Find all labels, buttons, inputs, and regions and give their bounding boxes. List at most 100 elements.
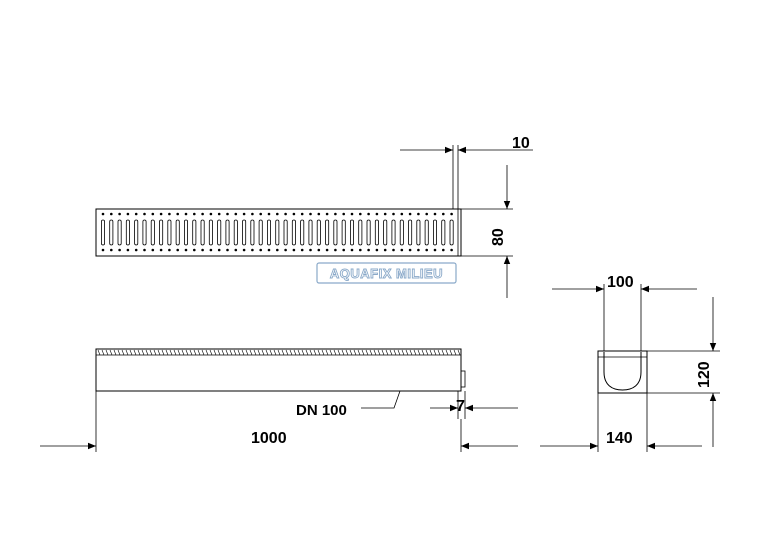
grate-slot	[341, 219, 346, 246]
hatch-mark	[149, 349, 153, 356]
grate-hole	[292, 248, 296, 252]
grate-hole	[425, 248, 429, 252]
grate-hole	[267, 248, 271, 252]
hatch-mark	[109, 349, 113, 356]
grate-hole	[234, 248, 238, 252]
grate-slot	[408, 219, 413, 246]
grate-hole	[242, 212, 246, 216]
hatch-mark	[129, 349, 133, 356]
hatch-mark	[265, 349, 269, 356]
hatch-mark	[445, 349, 449, 356]
hatch-mark	[337, 349, 341, 356]
grate-slot	[283, 219, 288, 246]
hatch-mark	[261, 349, 265, 356]
hatch-mark	[449, 349, 453, 356]
grate-slot	[449, 219, 454, 246]
hatch-mark	[361, 349, 365, 356]
grate-hole	[242, 248, 246, 252]
grate-hole	[350, 212, 354, 216]
hatch-mark	[453, 349, 457, 356]
hatch-mark	[409, 349, 413, 356]
hatch-mark	[121, 349, 125, 356]
hatch-mark	[137, 349, 141, 356]
hatch-mark	[249, 349, 253, 356]
grate-hole	[276, 212, 279, 216]
hatch-mark	[401, 349, 405, 356]
hatch-mark	[309, 349, 313, 356]
grate-top-view	[95, 208, 462, 257]
grate-hole	[143, 248, 146, 252]
grate-slot	[125, 219, 130, 246]
hatch-mark	[245, 349, 249, 356]
grate-slot	[242, 219, 247, 246]
hatch-mark	[269, 349, 273, 356]
hatch-mark	[429, 349, 433, 356]
grate-hole	[375, 248, 379, 252]
grate-hole	[383, 212, 387, 216]
grate-hole	[159, 212, 163, 216]
grate-slot	[325, 219, 330, 246]
hatch-mark	[221, 349, 225, 356]
outlet-label: DN 100	[296, 402, 347, 419]
grate-slot	[308, 219, 313, 246]
grate-slot	[134, 219, 139, 246]
grate-slot	[424, 219, 429, 246]
grate-slot	[374, 219, 379, 246]
hatch-mark	[385, 349, 389, 356]
grate-hole	[392, 248, 395, 252]
grate-hole	[226, 248, 229, 252]
grate-slot	[217, 219, 222, 246]
hatch-mark	[197, 349, 201, 356]
grate-hole	[325, 248, 329, 252]
hatch-mark	[193, 349, 197, 356]
grate-hole	[450, 212, 453, 216]
hatch-mark	[181, 349, 185, 356]
dimension-label-1000: 1000	[251, 430, 287, 447]
grate-slot	[275, 219, 280, 246]
outlet-callout: DN 100	[296, 390, 401, 419]
aquafix-logo-watermark: AQUAFIX MILIEU	[316, 262, 457, 284]
grate-slot	[291, 219, 296, 246]
channel-outline	[95, 348, 462, 392]
grate-hole	[309, 212, 312, 216]
grate-hole	[251, 248, 254, 252]
grate-hole	[367, 212, 370, 216]
grate-hole	[325, 212, 329, 216]
grate-hole	[101, 212, 105, 216]
hatch-mark	[413, 349, 417, 356]
grate-hole	[284, 212, 287, 216]
dimension-channel-height: 120	[647, 297, 720, 447]
grate-hole	[300, 212, 304, 216]
grate-hole	[375, 212, 379, 216]
grate-hole	[400, 248, 404, 252]
hatch-mark	[357, 349, 361, 356]
hatch-mark	[297, 349, 301, 356]
hatch-mark	[205, 349, 209, 356]
grate-hole	[284, 248, 287, 252]
hatch-mark	[241, 349, 245, 356]
grate-hole	[276, 248, 279, 252]
grate-hole	[226, 212, 229, 216]
channel-side-view	[95, 348, 466, 392]
hatch-mark	[113, 349, 117, 356]
grate-slot	[159, 219, 164, 246]
hatch-mark	[293, 349, 297, 356]
grate-hole	[184, 212, 188, 216]
hatch-mark	[321, 349, 325, 356]
grate-hole	[342, 248, 346, 252]
hatch-mark	[329, 349, 333, 356]
grate-slot	[266, 219, 271, 246]
grate-hole	[176, 248, 179, 252]
grate-hole	[201, 248, 204, 252]
grate-hole	[259, 248, 263, 252]
dimension-length: 1000	[40, 391, 518, 452]
grate-hole	[193, 248, 196, 252]
grate-hole	[433, 248, 437, 252]
grate-slot	[316, 219, 321, 246]
grate-hole	[334, 212, 337, 216]
grate-slot	[233, 219, 238, 246]
hatch-mark	[217, 349, 221, 356]
channel-cross-section	[597, 350, 648, 394]
leader-line	[361, 390, 401, 409]
grate-slot	[175, 219, 180, 246]
